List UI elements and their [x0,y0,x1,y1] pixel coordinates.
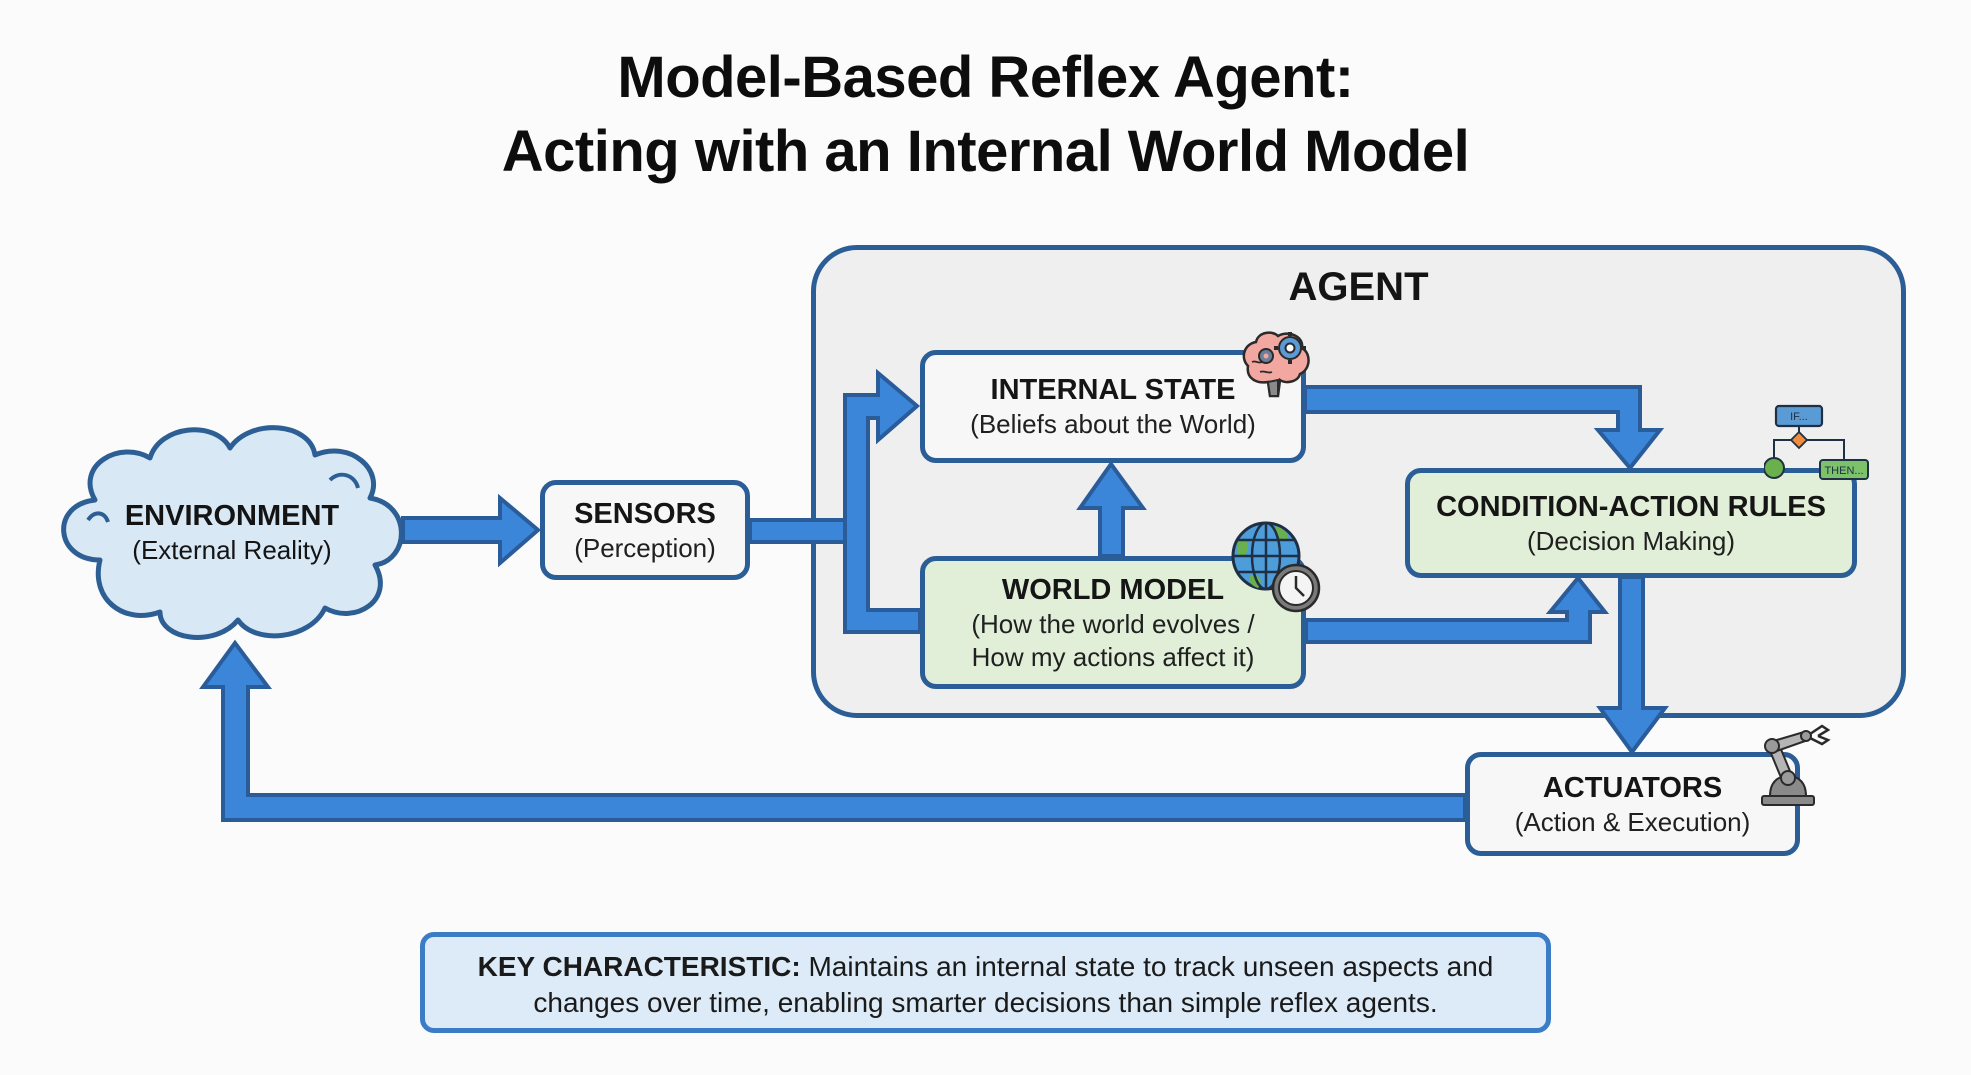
if-text: IF... [1790,411,1808,423]
internal-state-label: INTERNAL STATE [990,374,1236,406]
arrow-rules-to-actuators [1596,575,1669,756]
internal-state-sublabel: (Beliefs about the World) [970,409,1256,439]
key-characteristic-label: KEY CHARACTERISTIC: [477,951,801,982]
environment-node[interactable]: ENVIRONMENT (External Reality) [57,498,407,567]
arrow-world-model-to-internal-state [1076,460,1147,558]
then-text: THEN... [1824,465,1863,477]
rules-label: CONDITION-ACTION RULES [1436,490,1826,523]
if-then-flowchart-icon: IF... THEN... [1764,404,1869,480]
agent-label: AGENT [1288,265,1429,309]
cloud-detail [328,472,360,489]
globe-clock-icon [1231,521,1321,613]
diagram-title-line-2: Acting with an Internal World Model [501,119,1470,184]
world-model-sublabel-line-1: (How the world evolves / [971,608,1255,639]
world-model-sublabel-line-2: How my actions affect it) [971,641,1255,672]
arrow-internal-state-to-rules [1303,385,1665,472]
actuators-label: ACTUATORS [1542,771,1723,804]
actuators-sublabel: (Action & Execution) [1514,806,1751,837]
key-characteristic-text-line-2: changes over time, enabling smarter deci… [533,987,1438,1018]
actuators-node[interactable]: ACTUATORS (Action & Execution) [1465,752,1800,856]
sensors-sublabel: (Perception) [574,532,716,563]
diagram-title-line-1: Model-Based Reflex Agent: [617,45,1354,110]
environment-cloud-icon[interactable] [61,425,404,640]
internal-state-node[interactable]: INTERNAL STATE (Beliefs about the World) [920,350,1306,463]
brain-gears-icon [1242,331,1310,398]
environment-label: ENVIRONMENT [124,500,340,532]
world-model-label: WORLD MODEL [1001,573,1225,606]
key-characteristic-text-line-1: Maintains an internal state to track uns… [808,951,1494,982]
arrow-sensors-to-internal-state [843,368,922,634]
sensors-node[interactable]: SENSORS (Perception) [540,480,750,580]
arrow-sensors-to-agent [748,518,849,544]
key-characteristic-box: KEY CHARACTERISTIC: Maintains an interna… [420,932,1551,1033]
arrow-actuators-to-environment [199,639,1467,822]
rules-sublabel: (Decision Making) [1526,525,1736,556]
environment-sublabel: (External Reality) [132,535,332,565]
arrow-world-model-to-rules [1304,574,1610,644]
cloud-detail [86,511,110,523]
arrow-environment-to-sensors [401,493,542,568]
robot-arm-icon [1761,724,1831,806]
sensors-label: SENSORS [574,497,716,530]
condition-action-rules-node[interactable]: CONDITION-ACTION RULES (Decision Making) [1405,468,1857,578]
